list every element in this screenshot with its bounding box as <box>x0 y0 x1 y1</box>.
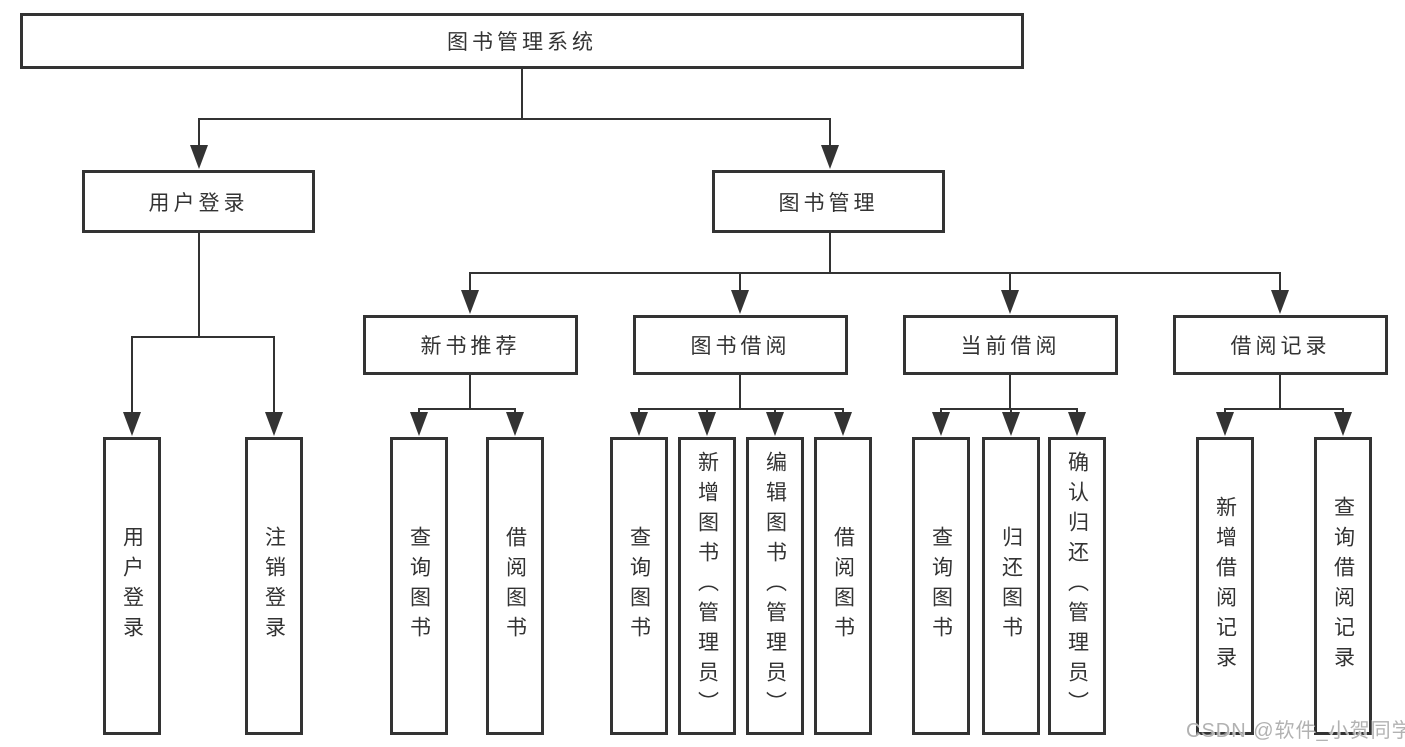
connector-line <box>1279 375 1281 408</box>
connector-line <box>198 118 200 148</box>
arrowhead-down <box>1002 412 1020 436</box>
connector-line <box>131 336 275 338</box>
connector-line <box>739 375 741 408</box>
connector-line <box>469 272 1281 274</box>
leaf-box-recommend-borrow-book: 借阅图书 <box>486 437 544 735</box>
node-box-borrow-record: 借阅记录 <box>1173 315 1388 375</box>
leaf-box-recommend-query-book: 查询图书 <box>390 437 448 735</box>
arrowhead-down <box>834 412 852 436</box>
connector-line <box>521 69 523 118</box>
arrowhead-down <box>630 412 648 436</box>
connector-line <box>829 118 831 148</box>
watermark: CSDN @软件_小贺同学 <box>1186 720 1405 742</box>
arrowhead-down <box>1334 412 1352 436</box>
node-label: 图书管理 <box>778 191 879 215</box>
node-label: 新增图书（管理员） <box>695 451 719 721</box>
connector-line <box>829 233 831 272</box>
node-label: 新书推荐 <box>420 335 521 358</box>
leaf-box-current-query-book: 查询图书 <box>912 437 970 735</box>
connector-line <box>198 233 200 336</box>
node-label: 图书管理系统 <box>447 31 597 54</box>
arrowhead-down <box>461 290 479 314</box>
connector-line <box>131 336 133 416</box>
arrowhead-down <box>1216 412 1234 436</box>
node-label: 查询借阅记录 <box>1331 496 1355 676</box>
leaf-box-current-confirm-return-admin: 确认归还（管理员） <box>1048 437 1106 735</box>
connector-line <box>418 408 516 410</box>
arrowhead-down <box>932 412 950 436</box>
node-label: 图书借阅 <box>690 335 791 358</box>
leaf-box-record-add-record: 新增借阅记录 <box>1196 437 1254 735</box>
connector-line <box>469 375 471 408</box>
leaf-box-record-query-record: 查询借阅记录 <box>1314 437 1372 735</box>
node-label: 确认归还（管理员） <box>1065 451 1089 721</box>
arrowhead-down <box>190 145 208 169</box>
arrowhead-down <box>506 412 524 436</box>
connector-line <box>940 408 1078 410</box>
connector-line <box>198 118 831 120</box>
node-label: 用户登录 <box>148 191 249 215</box>
arrowhead-down <box>1068 412 1086 436</box>
leaf-box-borrow-edit-book-admin: 编辑图书（管理员） <box>746 437 804 735</box>
node-box-current-borrow: 当前借阅 <box>903 315 1118 375</box>
leaf-box-borrow-add-book-admin: 新增图书（管理员） <box>678 437 736 735</box>
connector-line <box>469 272 471 294</box>
arrowhead-down <box>265 412 283 436</box>
connector-line <box>1224 408 1344 410</box>
connector-line <box>638 408 844 410</box>
node-box-book-management: 图书管理 <box>712 170 945 233</box>
node-label: 新增借阅记录 <box>1213 496 1237 676</box>
node-label: 当前借阅 <box>960 335 1061 358</box>
leaf-box-user-login: 用户登录 <box>103 437 161 735</box>
node-box-new-book-recommend: 新书推荐 <box>363 315 578 375</box>
arrowhead-down <box>766 412 784 436</box>
connector-line <box>739 272 741 294</box>
node-box-root: 图书管理系统 <box>20 13 1024 69</box>
leaf-box-logout: 注销登录 <box>245 437 303 735</box>
node-box-book-borrow: 图书借阅 <box>633 315 848 375</box>
arrowhead-down <box>410 412 428 436</box>
arrowhead-down <box>731 290 749 314</box>
node-label: 编辑图书（管理员） <box>763 451 787 721</box>
node-label: 借阅记录 <box>1230 335 1331 358</box>
node-label: 查询图书 <box>929 526 953 646</box>
connector-line <box>1279 272 1281 294</box>
node-label: 借阅图书 <box>831 526 855 646</box>
node-label: 注销登录 <box>262 526 286 646</box>
arrowhead-down <box>821 145 839 169</box>
arrowhead-down <box>698 412 716 436</box>
arrowhead-down <box>123 412 141 436</box>
connector-line <box>273 336 275 416</box>
connector-line <box>1009 272 1011 294</box>
arrowhead-down <box>1271 290 1289 314</box>
node-label: 查询图书 <box>627 526 651 646</box>
leaf-box-borrow-query-book: 查询图书 <box>610 437 668 735</box>
node-label: 查询图书 <box>407 526 431 646</box>
leaf-box-borrow-borrow-book: 借阅图书 <box>814 437 872 735</box>
node-label: 归还图书 <box>999 526 1023 646</box>
node-label: 借阅图书 <box>503 526 527 646</box>
arrowhead-down <box>1001 290 1019 314</box>
node-label: 用户登录 <box>120 526 144 646</box>
connector-line <box>1009 375 1011 408</box>
node-box-user-login: 用户登录 <box>82 170 315 233</box>
leaf-box-current-return-book: 归还图书 <box>982 437 1040 735</box>
